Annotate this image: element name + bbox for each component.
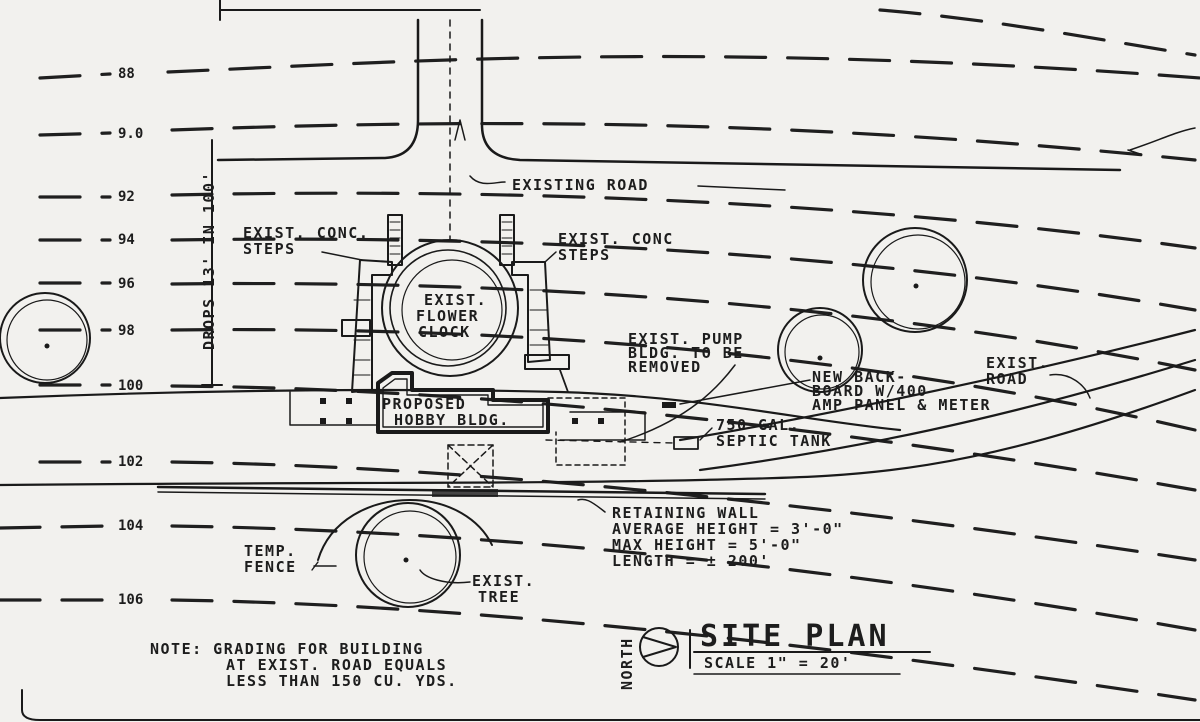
contour-102 [38, 460, 1197, 562]
contour-100 [38, 383, 1197, 492]
exist-road-right-label-2: ROAD [986, 370, 1028, 388]
exist-road-right-label-1: EXIST. [986, 354, 1049, 372]
svg-text:102: 102 [118, 454, 143, 470]
steps-left-label-1: EXIST. CONC. [243, 224, 369, 242]
pump-label-1: EXIST. PUMP [628, 330, 744, 348]
temp-fence-label-1: TEMP. [244, 542, 297, 560]
exist-tree-label-2: TREE [478, 588, 520, 606]
backboard-leader [679, 379, 811, 405]
retaining-wall-label-3: MAX HEIGHT = 5'-0" [612, 536, 802, 554]
title: SITE PLAN [700, 619, 890, 654]
exist-tree-label-1: EXIST. [472, 572, 535, 590]
exist-tree-leader [419, 569, 471, 584]
svg-text:100: 100 [118, 378, 143, 394]
backboard-label-2: BOARD W/400 [812, 382, 928, 400]
hobby-bldg-label-1: PROPOSED [382, 395, 466, 413]
temp-fence-crossing [447, 444, 494, 488]
flower-clock [381, 239, 519, 377]
backboard-label-3: AMP PANEL & METER [812, 396, 991, 414]
flower-clock-label-2: FLOWER [416, 307, 479, 325]
sheet-border [21, 689, 1200, 721]
existing-road-label: EXISTING ROAD [512, 176, 649, 194]
existing-road [216, 0, 1196, 241]
svg-text:92: 92 [118, 189, 135, 205]
svg-text:94: 94 [118, 232, 135, 248]
retaining-wall [156, 485, 767, 513]
tree-bottom [311, 499, 493, 608]
retaining-wall-label-1: RETAINING WALL [612, 504, 759, 522]
septic-tank [545, 427, 713, 450]
steps-right-label-2: STEPS [558, 246, 611, 264]
svg-text:106: 106 [118, 592, 143, 608]
svg-text:96: 96 [118, 276, 135, 292]
contour-104 [0, 524, 1197, 632]
contour-lines [0, 8, 1200, 702]
tree-upper-right [862, 227, 968, 333]
contour-96 [38, 281, 1197, 372]
svg-text:9.0: 9.0 [118, 126, 143, 142]
trees [0, 227, 968, 608]
note-line-1: NOTE: GRADING FOR BUILDING [150, 640, 424, 658]
scale: SCALE 1" = 20' [704, 654, 851, 672]
note-line-3: LESS THAN 150 CU. YDS. [226, 672, 458, 690]
contour-top [878, 8, 1197, 57]
steps-left-label-2: STEPS [243, 240, 296, 258]
slope-note: DROPS 13' IN 100' [200, 171, 218, 350]
road-edges-lower [0, 328, 1197, 487]
steps-left [341, 214, 403, 393]
flower-clock-label-3: CLOCK [418, 323, 471, 341]
contour-94 [38, 237, 1197, 312]
north-label: NORTH [618, 637, 636, 690]
steps-left-leader [321, 251, 363, 261]
hobby-bldg-label-2: HOBBY BLDG. [394, 411, 510, 429]
tree-middle-right [777, 307, 863, 393]
site-paving [289, 391, 676, 466]
pump-label-2: BLDG. TO BE [628, 344, 744, 362]
flower-clock-label-1: EXIST. [424, 291, 487, 309]
contour-92 [38, 191, 1197, 250]
retaining-wall-label-4: LENGTH = ± 200' [612, 552, 770, 570]
svg-text:98: 98 [118, 323, 135, 339]
retaining-wall-label-2: AVERAGE HEIGHT = 3'-0" [612, 520, 844, 538]
tree-left [0, 292, 91, 384]
contour-88 [38, 54, 1200, 80]
steps-right-label-1: EXIST. CONC [558, 230, 674, 248]
contour-106 [0, 598, 1197, 702]
contour-98 [38, 327, 1197, 432]
north-arrow [639, 627, 691, 669]
steps-right-leader [544, 251, 557, 263]
septic-label-2: SEPTIC TANK [716, 432, 832, 450]
pump-label-3: REMOVED [628, 358, 702, 376]
temp-fence-label-2: FENCE [244, 558, 297, 576]
elevation-labels: 88 9.0 92 94 96 98 100 102 104 106 [118, 66, 143, 608]
exist-road-right-leader [1049, 373, 1091, 399]
note-line-2: AT EXIST. ROAD EQUALS [226, 656, 447, 674]
contour-90 [38, 121, 1197, 162]
slope-dimension: DROPS 13' IN 100' [200, 139, 223, 386]
svg-text:88: 88 [118, 66, 135, 82]
svg-text:104: 104 [118, 518, 143, 534]
backboard-label-1: NEW BACK- [812, 368, 907, 386]
proposed-hobby-building [376, 371, 550, 434]
